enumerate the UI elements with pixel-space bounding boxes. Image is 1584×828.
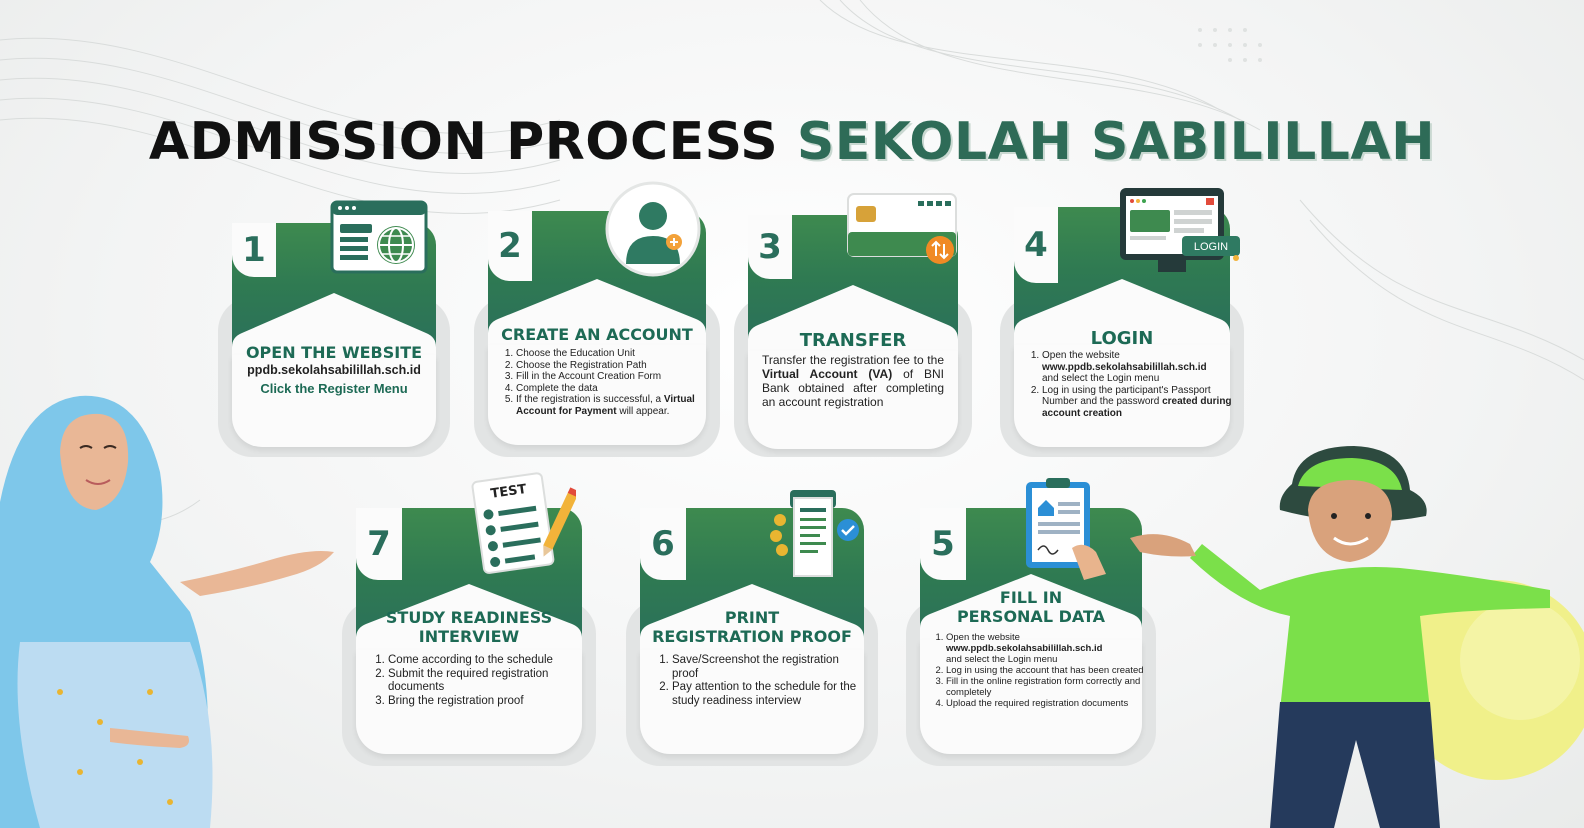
text-segment: and select the Login menu (946, 654, 1058, 665)
list-item: Submit the required registration documen… (388, 668, 588, 695)
text-highlight: created during account creation (1042, 396, 1232, 419)
list-item: Fill in the online registration form cor… (946, 676, 1152, 698)
list-item: Fill in the Account Creation Form (516, 371, 716, 383)
step-number: 5 (920, 508, 966, 580)
step-card-7: 7 STUDY READINESS INTERVIEW Come accordi… (342, 502, 596, 766)
website-url: www.ppdb.sekolahsabilillah.sch.id (946, 643, 1103, 654)
step-number: 3 (748, 215, 792, 279)
virtual-account-highlight: Virtual Account for Payment (516, 394, 695, 417)
step-title: PRINT REGISTRATION PROOF (640, 608, 864, 646)
step-number: 6 (640, 508, 686, 580)
list-item: Log in using the account that has been c… (946, 665, 1152, 676)
list-item: Pay attention to the schedule for the st… (672, 681, 862, 708)
list-item: Choose the Education Unit (516, 348, 716, 360)
page-title: ADMISSION PROCESS SEKOLAH SABILILLAH (0, 112, 1584, 172)
step-description: Transfer the registration fee to the Vir… (762, 353, 944, 409)
list-item: Bring the registration proof (388, 695, 588, 709)
list-item: Open the websitewww.ppdb.sekolahsabilill… (1042, 350, 1240, 385)
step-card-2: 2 CREATE AN ACCOUNT Choose the Education… (474, 205, 720, 457)
text-segment: and select the Login menu (1042, 373, 1160, 384)
test-paper-icon: TEST (471, 472, 576, 574)
text-segment: will appear. (619, 405, 670, 417)
text-segment: Open the website (1042, 350, 1120, 361)
list-item: Choose the Registration Path (516, 360, 716, 372)
title-part-1: ADMISSION PROCESS (148, 112, 779, 172)
step-number: 7 (356, 508, 402, 580)
student-boy-illustration (1130, 446, 1584, 828)
list-item: If the registration is successful, a Vir… (516, 394, 716, 417)
step-title: FILL IN PERSONAL DATA (920, 588, 1142, 626)
website-url: ppdb.sekolahsabilillah.sch.id (247, 363, 421, 377)
step-title-line-2: PERSONAL DATA (956, 607, 1106, 626)
clipboard-form-icon (1026, 478, 1106, 580)
step-title: OPEN THE WEBSITE (245, 343, 423, 362)
list-item: Come according to the schedule (388, 654, 588, 668)
text-segment: of BNI Bank obtained after completing an… (762, 367, 944, 409)
step-title: LOGIN (1090, 328, 1154, 349)
text-segment: If the registration is successful, a (516, 394, 662, 405)
test-label: TEST (490, 482, 528, 502)
step-title-line-1: PRINT (724, 608, 780, 627)
step-title-line-1: FILL IN (999, 588, 1063, 607)
login-screen-label: LOGIN (1194, 241, 1228, 253)
step-card-5: 5 FILL IN PERSONAL DATA Open the website… (906, 502, 1156, 766)
step-card-6: 6 PRINT REGISTRATION PROOF Save/Screensh… (626, 502, 878, 766)
credit-card-icon (847, 193, 957, 264)
register-menu-text: Click the Register Menu (260, 381, 408, 396)
step-title: CREATE AN ACCOUNT (501, 325, 693, 344)
student-girl-illustration (0, 395, 334, 828)
receipt-print-icon (770, 490, 859, 577)
text-segment: Open the website (946, 632, 1020, 643)
step-card-1: 1 OPEN THE WEBSITE ppdb.sekolahsabililla… (218, 205, 450, 457)
step-number: 2 (488, 211, 532, 281)
list-item: Log in using the participant's Passport … (1042, 385, 1240, 420)
step-title-line-2: INTERVIEW (418, 627, 520, 646)
text-segment: Transfer the registration fee to the (762, 353, 944, 367)
step-instructions: Save/Screenshot the registration proof P… (654, 654, 862, 708)
step-number: 1 (232, 223, 276, 277)
step-title-line-2: REGISTRATION PROOF (652, 627, 852, 646)
title-part-2: SEKOLAH SABILILLAH (796, 112, 1436, 172)
step-title: STUDY READINESS INTERVIEW (356, 608, 582, 646)
step-title-line-1: STUDY READINESS (385, 608, 553, 627)
list-item: Open the websitewww.ppdb.sekolahsabilill… (946, 632, 1152, 665)
step-title: TRANSFER (799, 330, 907, 351)
list-item: Complete the data (516, 383, 716, 395)
step-instructions: Come according to the schedule Submit th… (370, 654, 588, 708)
text-segment: Log in using the participant's Passport … (1042, 384, 1211, 408)
virtual-account-highlight: Virtual Account (VA) (762, 367, 893, 381)
add-user-icon (605, 181, 701, 277)
step-instructions: Open the websitewww.ppdb.sekolahsabilill… (1024, 350, 1240, 419)
list-item: Upload the required registration documen… (946, 698, 1152, 709)
step-number: 4 (1014, 207, 1058, 283)
website-url: www.ppdb.sekolahsabilillah.sch.id (1042, 361, 1207, 373)
step-instructions: Open the websitewww.ppdb.sekolahsabilill… (928, 632, 1152, 709)
login-monitor-icon: LOGIN (1120, 188, 1240, 272)
website-globe-icon (330, 200, 428, 274)
list-item: Save/Screenshot the registration proof (672, 654, 862, 681)
step-instructions: Choose the Education Unit Choose the Reg… (498, 348, 716, 417)
